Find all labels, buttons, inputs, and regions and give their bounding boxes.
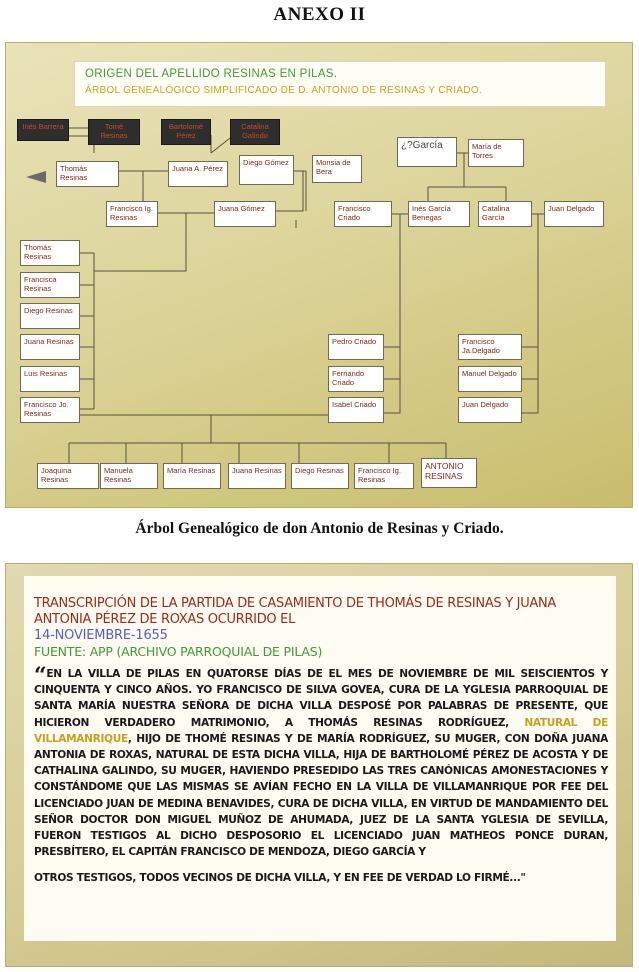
node-antonio-resinas: ANTONIO RESINAS: [421, 458, 477, 488]
node-francisca-resinas: Francisca Resinas: [20, 272, 80, 298]
tree-header: ORIGEN DEL APELLIDO RESINAS EN PILAS. ÁR…: [74, 61, 606, 107]
node-thomas-resinas-1: Thomás Resinas: [56, 161, 119, 187]
node-juan-delgado-2: Juan Delgado: [458, 397, 522, 423]
node-manuel-delgado: Manuel Delgado: [458, 366, 522, 392]
tree-subtitle: ÁRBOL GENEALÓGICO SIMPLIFICADO DE D. ANT…: [85, 85, 482, 96]
body-part-2: , HIJO DE THOMÉ RESINAS Y DE MARÍA RODRÍ…: [34, 732, 608, 859]
node-francisco-ja-delgado: Francisco Ja.Delgado: [458, 334, 522, 360]
body-part-1: EN LA VILLA DE PILAS EN QUATORSE DÍAS DE…: [34, 668, 608, 729]
node-diego-resinas-1: Diego Resinas: [20, 303, 80, 329]
node-juana-resinas-2: Juana Resinas: [228, 463, 286, 489]
node-isabel-criado: Isabel Criado: [328, 397, 384, 423]
node-juana-resinas-1: Juana Resinas: [20, 334, 80, 360]
node-francisco-ig-resinas-2: Francisco Ig. Resinas: [354, 463, 414, 489]
node-catalina-galindo: Catalina Galindo: [230, 119, 280, 145]
node-francisco-ig-resinas-1: Francisco Ig. Resinas: [106, 201, 158, 227]
family-tree-panel: ORIGEN DEL APELLIDO RESINAS EN PILAS. ÁR…: [5, 42, 633, 508]
node-juana-gomez: Juana Gómez: [214, 201, 276, 227]
node-fernando-criado: Fernando Criado: [328, 366, 384, 392]
transcription-source: FUENTE: APP (ARCHIVO PARROQUIAL DE PILAS…: [34, 644, 323, 659]
node-thomas-resinas-2: Thomás Resinas: [20, 240, 80, 266]
node-maria-de-torres: María de Torres: [468, 139, 524, 167]
node-joaquina-resinas: Joaquina Resinas: [37, 463, 99, 489]
node-diego-resinas-2: Diego Resinas: [291, 463, 349, 489]
node-luis-resinas: Luis Resinas: [20, 366, 80, 392]
node-pedro-criado: Pedro Criado: [328, 334, 384, 360]
transcription-box: TRANSCRIPCIÓN DE LA PARTIDA DE CASAMIENT…: [24, 576, 616, 941]
node-juana-a-perez: Juana A. Pérez: [168, 161, 228, 187]
transcription-panel: TRANSCRIPCIÓN DE LA PARTIDA DE CASAMIENT…: [5, 563, 633, 967]
transcription-date: 14-NOVIEMBRE-1655: [34, 628, 168, 643]
transcription-body: “EN LA VILLA DE PILAS EN QUATORSE DÍAS D…: [34, 665, 608, 860]
node-juan-delgado-1: Juan Delgado: [544, 201, 604, 227]
node-manuela-resinas: Manuela Resinas: [100, 463, 158, 489]
body-highlight: NATURAL DE VILLAMANRIQUE: [34, 716, 608, 745]
node-catalina-garcia: Catalina García: [478, 201, 532, 227]
annex-title: ANEXO II: [273, 4, 366, 25]
node-garcia: ¿?García: [397, 137, 457, 167]
node-francisco-criado: Francisco Criado: [334, 201, 392, 227]
node-monsia-de-bera: Monsia de Bera: [312, 155, 362, 183]
tree-connectors: [26, 127, 544, 463]
transcription-title: TRANSCRIPCIÓN DE LA PARTIDA DE CASAMIENT…: [34, 596, 557, 627]
node-bartolome-perez: Bartolomé Pérez: [161, 119, 211, 145]
transcription-closing-line: OTROS TESTIGOS, TODOS VECINOS DE DICHA V…: [34, 872, 526, 885]
tree-caption: Árbol Genealógico de don Antonio de Resi…: [135, 520, 504, 537]
node-ines-barrera: Inés Barrera: [17, 119, 69, 141]
node-diego-gomez: Diego Gómez: [239, 155, 294, 185]
tree-title: ORIGEN DEL APELLIDO RESINAS EN PILAS.: [85, 68, 338, 80]
node-maria-resinas: María Resinas: [163, 463, 221, 489]
node-ines-garcia-benegas: Inés García Benegas: [408, 201, 470, 227]
node-francisco-jo-resinas: Francisco Jo. Resinas: [20, 397, 80, 423]
node-tome-resinas: Tomé Resinas: [88, 119, 140, 145]
